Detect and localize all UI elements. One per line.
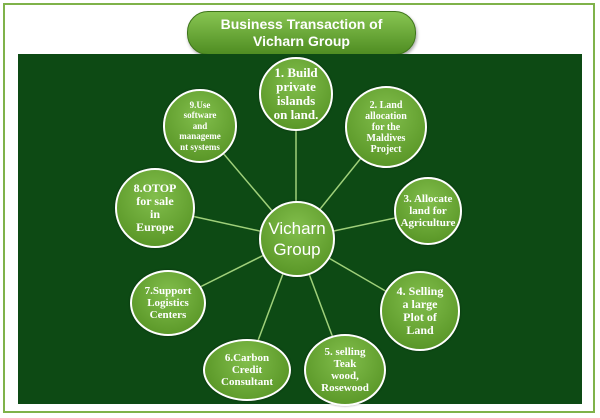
activity-label-1: 1. Build private islands on land. xyxy=(273,65,319,122)
diagram-title: Business Transaction of Vicharn Group xyxy=(187,11,416,55)
activity-label-6: 6.Carbon Credit Consultant xyxy=(221,352,273,388)
activity-node-1: 1. Build private islands on land. xyxy=(259,57,333,131)
center-node: Vicharn Group xyxy=(259,201,335,277)
activity-node-3: 3. Allocate land for Agriculture xyxy=(394,177,462,245)
activity-label-5: 5. selling Teak wood, Rosewood xyxy=(321,346,369,394)
activity-label-4: 4. Selling a large Plot of Land xyxy=(396,284,444,337)
activity-node-5: 5. selling Teak wood, Rosewood xyxy=(304,334,386,406)
activity-node-8: 8.OTOP for sale in Europe xyxy=(115,168,195,248)
activity-node-2: 2. Land allocation for the Maldives Proj… xyxy=(345,86,427,168)
activity-label-3: 3. Allocate land for Agriculture xyxy=(400,193,456,229)
diagram-canvas: 1. Build private islands on land. 2. Lan… xyxy=(18,54,582,406)
diagram-title-text: Business Transaction of Vicharn Group xyxy=(220,16,383,49)
activity-node-9: 9.Use software and manageme nt systems xyxy=(163,89,237,163)
activity-node-4: 4. Selling a large Plot of Land xyxy=(380,271,460,351)
activity-label-9: 9.Use software and manageme nt systems xyxy=(179,99,221,152)
activity-node-6: 6.Carbon Credit Consultant xyxy=(203,339,291,401)
activity-node-7: 7.Support Logistics Centers xyxy=(130,270,206,336)
center-label: Vicharn Group xyxy=(268,219,326,259)
activity-label-8: 8.OTOP for sale in Europe xyxy=(133,181,177,234)
activity-label-7: 7.Support Logistics Centers xyxy=(144,285,192,321)
activity-label-2: 2. Land allocation for the Maldives Proj… xyxy=(365,99,407,155)
